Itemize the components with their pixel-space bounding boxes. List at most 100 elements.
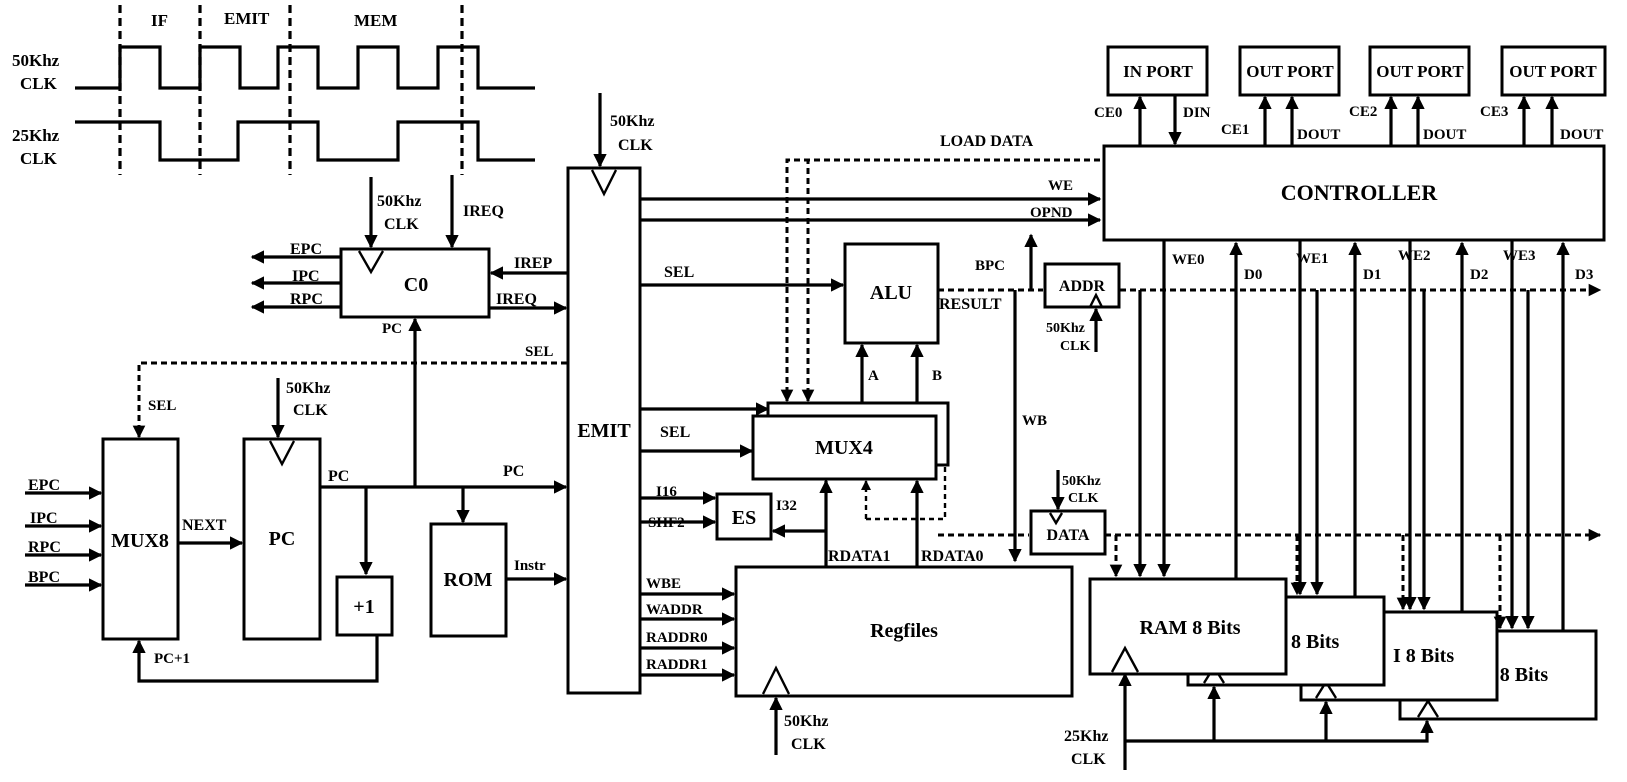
mux4-block: MUX4 — [751, 401, 950, 481]
sel-label: SEL — [664, 264, 694, 281]
load-data-label: LOAD DATA — [940, 133, 1034, 150]
ce2-label: CE2 — [1349, 104, 1377, 120]
raddr0-label: RADDR0 — [646, 630, 708, 646]
alu-block: ALU — [843, 242, 940, 345]
d2-label: D2 — [1470, 267, 1488, 283]
ipc-label: IPC — [292, 268, 320, 285]
din-label: DIN — [1183, 105, 1211, 121]
khz25-label: 25Khz — [1064, 728, 1108, 745]
rom-block: ROM — [429, 522, 508, 638]
in-port-block: IN PORT — [1106, 45, 1209, 97]
d1-label: D1 — [1363, 267, 1381, 283]
alu-label: ALU — [870, 282, 912, 304]
rpc-label: RPC — [28, 539, 61, 556]
i32-label: I32 — [776, 498, 797, 514]
in-port-label: IN PORT — [1123, 62, 1193, 81]
pc-label: PC — [269, 528, 296, 550]
c0-label: C0 — [404, 274, 428, 296]
khz50-label: 50Khz — [1062, 474, 1101, 489]
mux4-label: MUX4 — [815, 437, 873, 459]
ipc-label: IPC — [30, 510, 58, 527]
rom-label: ROM — [444, 569, 493, 591]
dout-label: DOUT — [1297, 127, 1340, 143]
controller-block: CONTROLLER — [1102, 144, 1606, 242]
we0-label: WE0 — [1172, 252, 1205, 268]
out-port-3-block: OUT PORT — [1500, 45, 1607, 97]
clk-label: CLK — [1068, 491, 1098, 506]
ram2-label: I 8 Bits — [1393, 645, 1454, 667]
clk-label: CLK — [293, 402, 328, 419]
signal-wire — [132, 361, 567, 439]
clk25-label-2: CLK — [20, 149, 58, 168]
phase-if-label: IF — [151, 11, 168, 30]
rpc-label: RPC — [290, 291, 323, 308]
bpc-label: BPC — [28, 569, 60, 586]
we1-label: WE1 — [1296, 251, 1329, 267]
khz50-label: 50Khz — [377, 193, 421, 210]
b-label: B — [932, 368, 942, 384]
signal-wire — [801, 158, 1100, 403]
signal-wire — [1125, 719, 1434, 743]
clk-label: CLK — [1060, 339, 1090, 354]
we-label: WE — [1048, 178, 1073, 194]
pc-plus1-label: PC+1 — [154, 651, 190, 667]
clk25-label-1: 25Khz — [12, 126, 60, 145]
a-label: A — [868, 368, 879, 384]
i16-label: I16 — [656, 484, 677, 500]
ce3-label: CE3 — [1480, 104, 1508, 120]
plus1-block: +1 — [335, 575, 394, 637]
phase-emit-label: EMIT — [224, 9, 270, 28]
plus1-label: +1 — [353, 596, 374, 618]
ireq-label: IREQ — [463, 203, 504, 220]
ram0-label: RAM 8 Bits — [1139, 617, 1240, 639]
clk-label: CLK — [791, 736, 826, 753]
epc-label: EPC — [290, 241, 322, 258]
mux8-label: MUX8 — [111, 530, 169, 552]
clk50-label-1: 50Khz — [12, 51, 60, 70]
we3-label: WE3 — [1503, 248, 1536, 264]
bpc-label: BPC — [975, 258, 1005, 274]
out-port-label: OUT PORT — [1509, 62, 1597, 81]
sel-label: SEL — [525, 344, 553, 360]
ram1-label: 8 Bits — [1291, 631, 1340, 653]
khz50-label: 50Khz — [610, 113, 654, 130]
pc-block: PC — [242, 437, 322, 641]
irep-label: IREP — [514, 255, 552, 272]
raddr1-label: RADDR1 — [646, 657, 708, 673]
timing-diagram: IF EMIT MEM 50Khz CLK 25Khz CLK — [12, 5, 535, 175]
clk-label: CLK — [618, 137, 653, 154]
out-port-label: OUT PORT — [1246, 62, 1334, 81]
out-port-2-block: OUT PORT — [1368, 45, 1471, 97]
signal-wire — [357, 250, 385, 275]
emit-label: EMIT — [577, 420, 631, 442]
c0-block: C0 — [339, 247, 491, 319]
pc-label: PC — [328, 468, 349, 485]
shf2-label: SHF2 — [648, 515, 685, 531]
clk50-label-2: CLK — [20, 74, 58, 93]
ireq-label: IREQ — [496, 291, 537, 308]
wb-label: WB — [1022, 413, 1047, 429]
es-label: ES — [732, 507, 756, 529]
epc-label: EPC — [28, 477, 60, 494]
signal-wire — [590, 169, 618, 197]
addr-block: ADDR — [1043, 262, 1121, 309]
ram-bank-0: RAM 8 Bits — [1088, 577, 1288, 676]
pc-label: PC — [503, 463, 524, 480]
ce0-label: CE0 — [1094, 105, 1122, 121]
dout-label: DOUT — [1423, 127, 1466, 143]
khz50-label: 50Khz — [784, 713, 828, 730]
signal-wire — [1048, 512, 1064, 526]
phase-mem-label: MEM — [354, 11, 397, 30]
rdata0-label: RDATA0 — [921, 548, 984, 565]
signal-wire — [761, 665, 791, 695]
sel-label: SEL — [660, 424, 690, 441]
khz50-label: 50Khz — [286, 380, 330, 397]
regfiles-label: Regfiles — [870, 620, 938, 642]
signal-wire — [1088, 292, 1104, 308]
next-label: NEXT — [182, 517, 227, 534]
waddr-label: WADDR — [646, 602, 703, 618]
data-label: DATA — [1047, 527, 1090, 544]
result-label: RESULT — [939, 296, 1002, 313]
addr-label: ADDR — [1059, 278, 1106, 295]
signal-wire — [268, 440, 296, 467]
